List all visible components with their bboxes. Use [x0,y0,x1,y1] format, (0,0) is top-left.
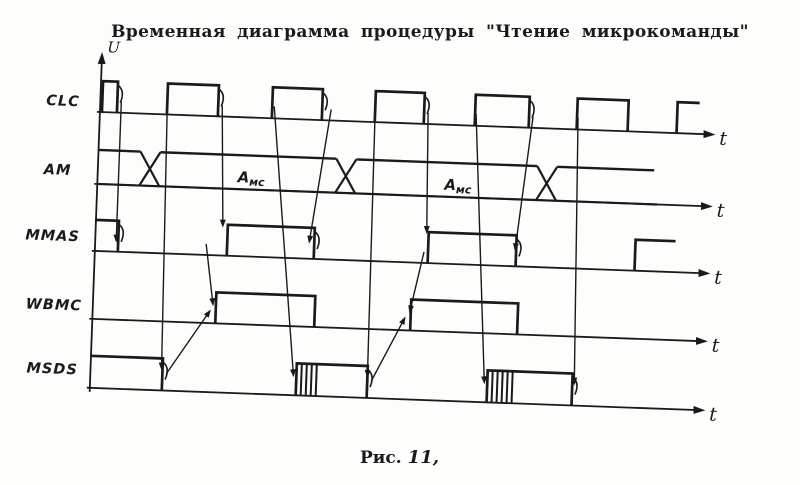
edge-connector-arrow [370,316,406,382]
edge-connector-arrow [113,101,123,243]
fall-edge-hook-CLC [217,87,225,107]
edge-connector-arrow [165,309,211,375]
edge-connector-arrow [158,100,169,371]
bus-bottom-AM [97,182,657,206]
t-axis-label-AM: t [716,200,725,222]
bus-crossing [535,166,559,201]
fall-edge-hook-CLC [423,95,430,115]
fall-edge-hook-MMAS [313,230,320,250]
bus-top-AM [356,158,538,168]
t-axis-label-MSDS: t [709,404,718,426]
bus-top-AM [98,148,141,153]
fall-edge-hook-MSDS [571,375,578,395]
hatch-line-MSDS [505,371,509,404]
t-axis-label-MMAS: t [714,267,723,289]
bus-crossing [334,158,358,194]
hatch-line-MSDS [510,371,514,404]
hatch-line-MSDS [495,370,499,403]
hatch-line-MSDS [314,364,318,397]
signal-label-WBMC: WBMC [26,296,83,314]
edge-connector-arrow [364,110,376,378]
t-axis-MSDS [86,386,706,414]
caption-prefix: Рис. [360,448,402,468]
bus-crossing [138,151,162,187]
signal-label-CLC: CLC [46,93,80,110]
edge-connector-arrow [273,106,296,378]
bus-top-AM [160,151,337,160]
t-axis-label-WBMC: t [711,335,720,357]
fall-edge-hook-MSDS [161,360,169,380]
figure-caption: Рис.11, [360,447,439,468]
waveform-CLC [100,79,700,134]
t-axis-CLC [96,110,716,139]
hatch-line-MSDS [490,370,494,403]
waveform-MSDS [89,354,575,406]
fall-edge-hook-CLC [321,91,329,111]
bus-top-AM [557,165,655,172]
bus-value-label-0: Амс [236,168,265,189]
fall-edge-hook-MMAS [117,223,125,243]
u-axis [88,52,106,392]
t-axis-MMAS [91,249,711,278]
edge-connector-arrow [307,109,332,244]
fall-edge-hook-MMAS [515,237,522,257]
hatch-line-MSDS [309,363,313,396]
bus-value-label-1: Амс [443,176,472,197]
hatch-line-MSDS [304,363,308,396]
edge-connector-arrow [513,116,534,252]
fall-edge-hook-CLC [528,99,535,119]
edge-connector-arrow [475,113,488,385]
fall-edge-hook-CLC [116,83,124,104]
fall-edge-hook-MSDS [366,368,373,388]
signal-label-MSDS: MSDS [26,360,78,378]
signal-label-MMAS: MMAS [25,227,80,245]
waveform-WBMC [213,290,520,335]
edge-connector-arrow [205,243,216,307]
waveform-MMAS [94,218,676,271]
diagram-title: Временная диаграмма процедуры "Чтение ми… [111,22,749,42]
hatch-line-MSDS [500,370,504,403]
t-axis-label-CLC: t [719,128,728,150]
t-axis-WBMC [89,317,708,345]
u-axis-label: U [107,38,122,57]
edge-connector-arrow [571,117,579,386]
edge-connector-arrow [423,113,430,235]
edge-connector-arrow [219,105,226,228]
caption-number: 11, [407,447,439,468]
hatch-line-MSDS [299,363,303,396]
signal-label-AM: AM [42,162,71,179]
